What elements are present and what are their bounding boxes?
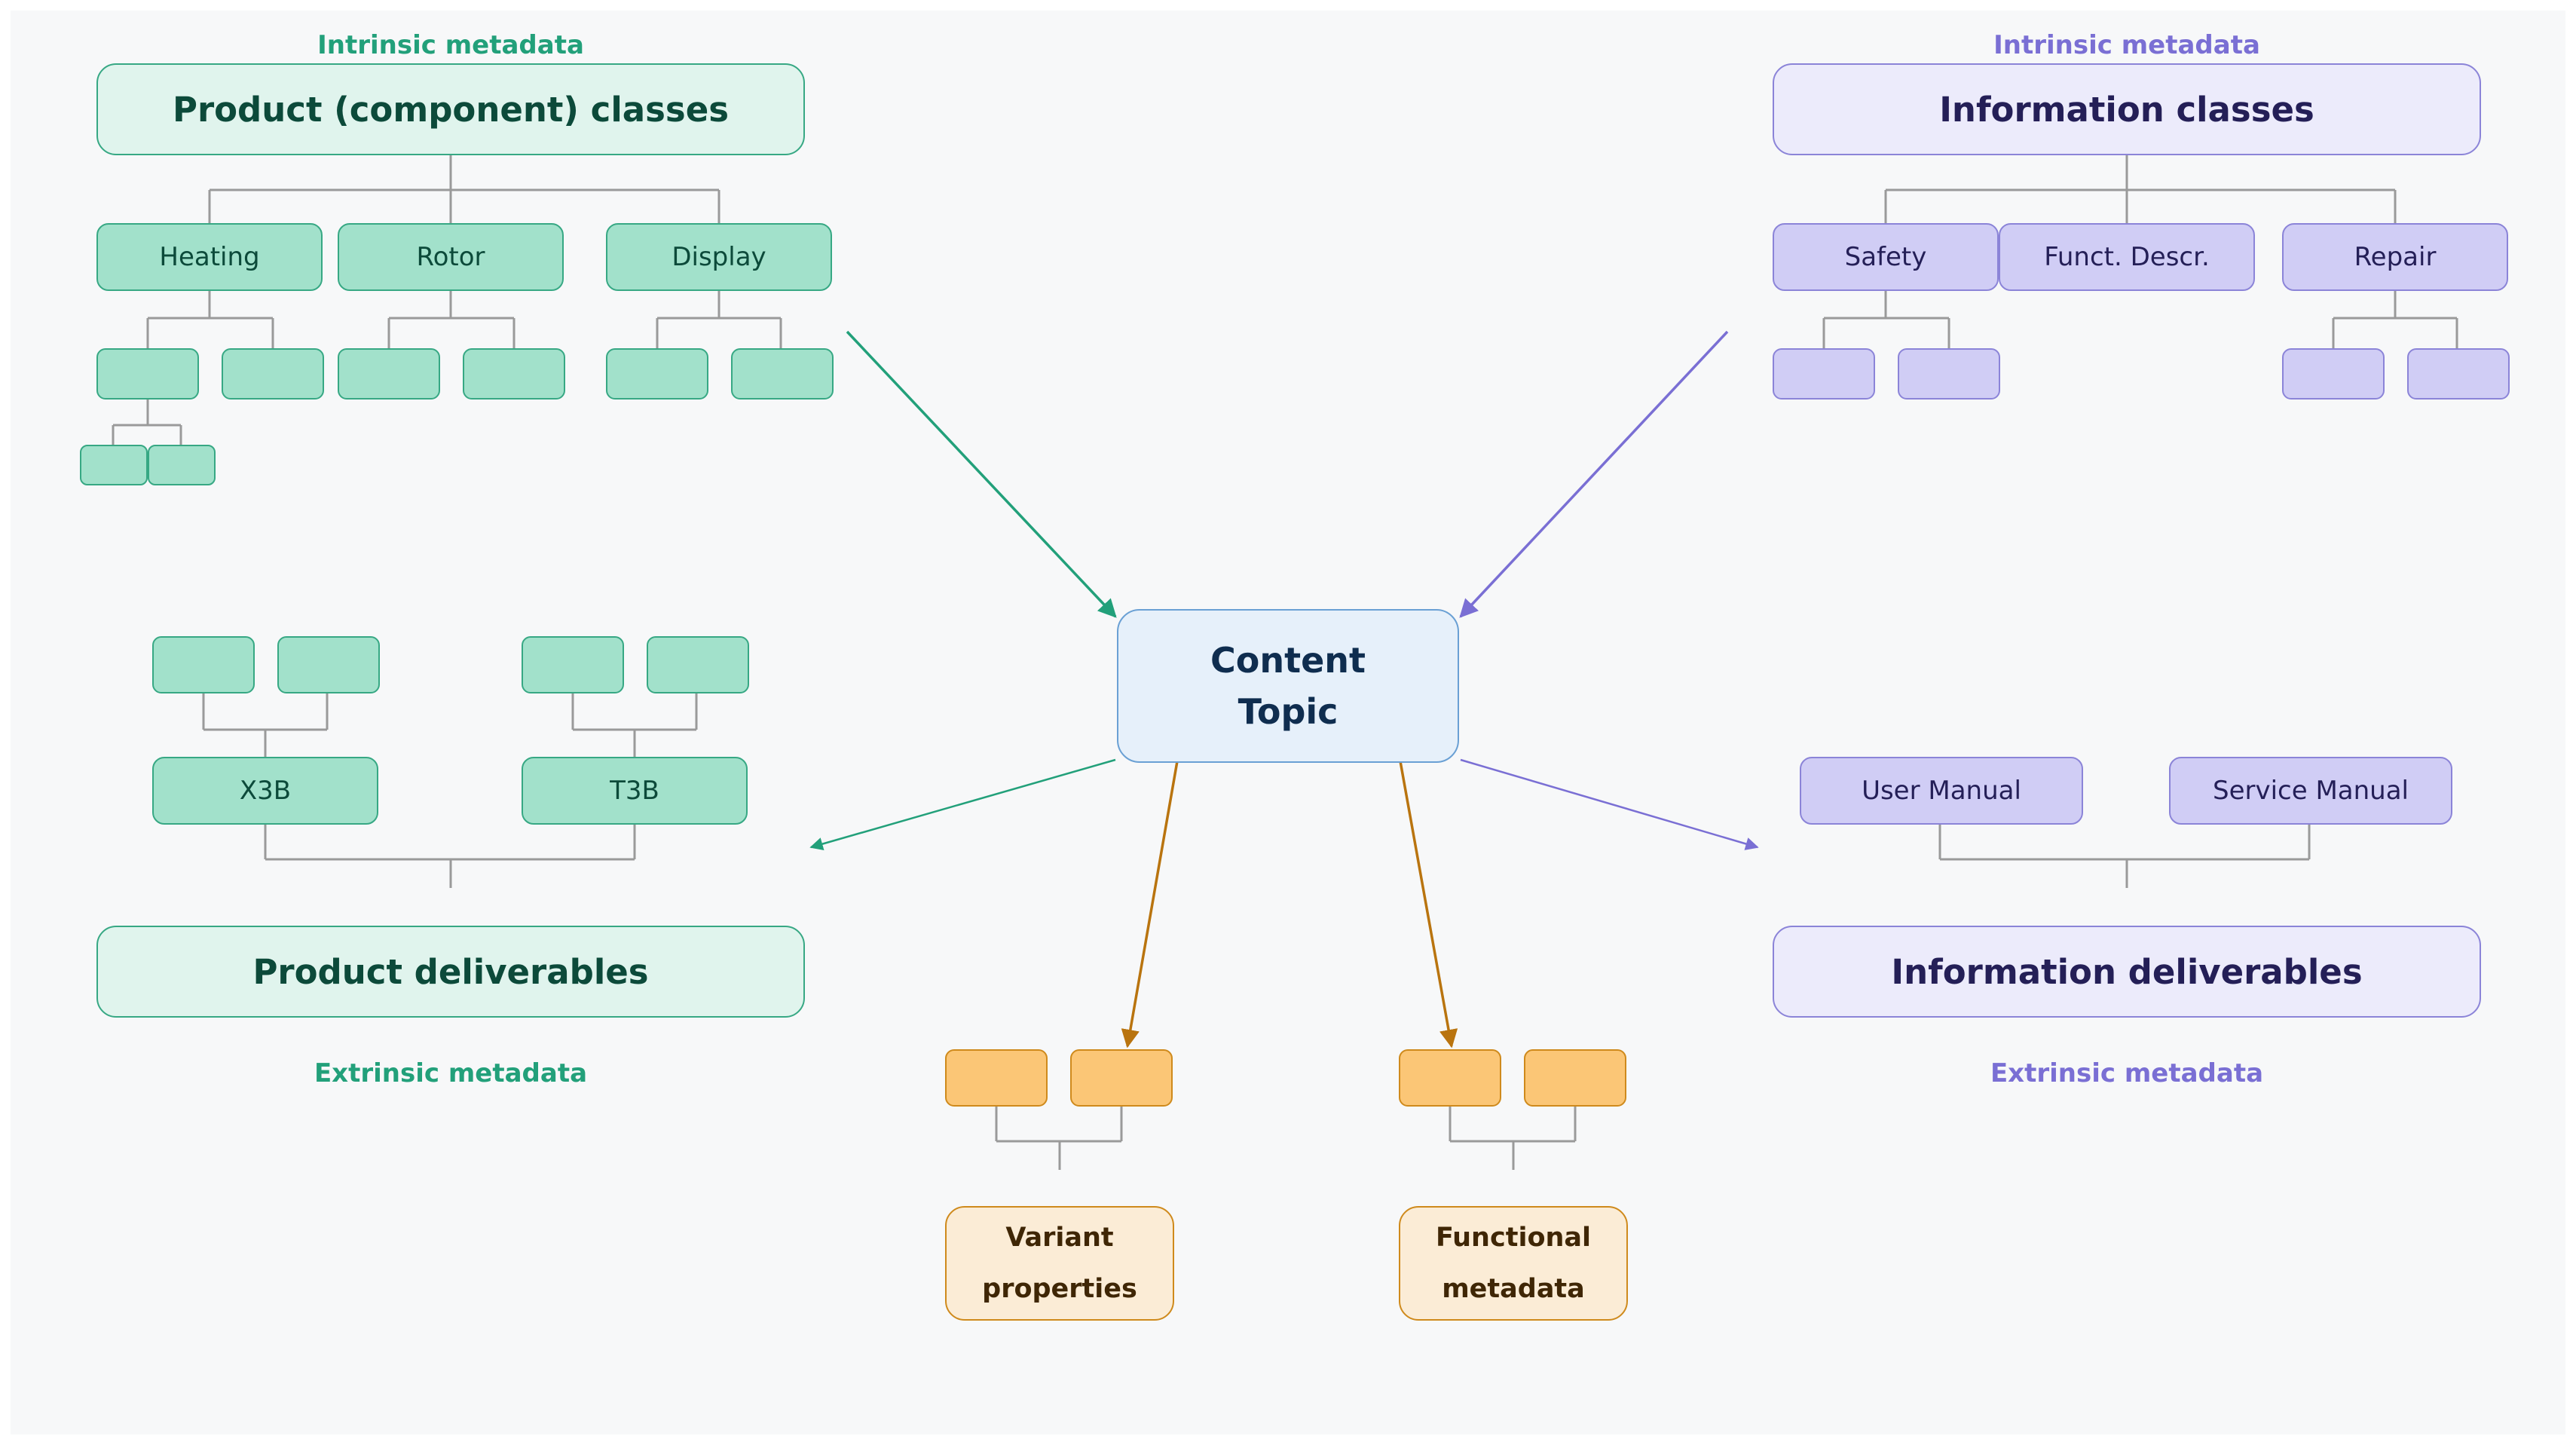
- variant-properties-line1: Variant: [1005, 1223, 1114, 1253]
- component-display: Display: [606, 223, 832, 291]
- class-funct-descr: Funct. Descr.: [1999, 223, 2255, 291]
- diagram-canvas: Intrinsic metadata Product (component) c…: [11, 11, 2565, 1434]
- functional-metadata-box: Functional metadata: [1399, 1206, 1628, 1321]
- variant-t3b: T3B: [522, 757, 748, 825]
- variant-property-node: [945, 1049, 1048, 1107]
- manual-service: Service Manual: [2169, 757, 2452, 825]
- variant-property-node: [1070, 1049, 1173, 1107]
- sub-subcomponent-node: [148, 445, 216, 485]
- variant-item-node: [152, 636, 255, 693]
- subclass-node: [1773, 348, 1875, 400]
- information-classes-header: Information classes: [1773, 63, 2481, 155]
- class-repair: Repair: [2282, 223, 2508, 291]
- variant-item-node: [522, 636, 624, 693]
- subcomponent-node: [606, 348, 708, 400]
- functional-metadata-node: [1399, 1049, 1501, 1107]
- variant-properties-box: Variant properties: [945, 1206, 1174, 1321]
- subcomponent-node: [222, 348, 324, 400]
- subcomponent-node: [731, 348, 834, 400]
- product-deliverables-header: Product deliverables: [96, 926, 805, 1018]
- functional-metadata-line1: Functional: [1435, 1223, 1592, 1253]
- connector-lines: [112, 155, 2458, 1170]
- content-topic-line2: Topic: [1238, 691, 1338, 732]
- subclass-node: [1898, 348, 2000, 400]
- component-heating: Heating: [96, 223, 323, 291]
- subclass-node: [2282, 348, 2385, 400]
- subcomponent-node: [338, 348, 440, 400]
- information-intrinsic-label: Intrinsic metadata: [1993, 30, 2260, 60]
- variant-x3b: X3B: [152, 757, 378, 825]
- component-rotor: Rotor: [338, 223, 564, 291]
- subcomponent-node: [96, 348, 199, 400]
- variant-properties-line2: properties: [982, 1274, 1137, 1304]
- functional-metadata-line2: metadata: [1442, 1274, 1585, 1304]
- product-intrinsic-label: Intrinsic metadata: [317, 30, 584, 60]
- product-classes-header: Product (component) classes: [96, 63, 805, 155]
- class-safety: Safety: [1773, 223, 1999, 291]
- subcomponent-node: [463, 348, 565, 400]
- manual-user: User Manual: [1800, 757, 2083, 825]
- variant-item-node: [277, 636, 380, 693]
- sub-subcomponent-node: [80, 445, 148, 485]
- variant-item-node: [647, 636, 749, 693]
- subclass-node: [2407, 348, 2510, 400]
- functional-metadata-node: [1524, 1049, 1626, 1107]
- information-deliverables-header: Information deliverables: [1773, 926, 2481, 1018]
- product-extrinsic-label: Extrinsic metadata: [314, 1058, 588, 1088]
- content-topic-line1: Content: [1210, 640, 1366, 681]
- information-extrinsic-label: Extrinsic metadata: [1990, 1058, 2264, 1088]
- content-topic-node: Content Topic: [1117, 609, 1459, 763]
